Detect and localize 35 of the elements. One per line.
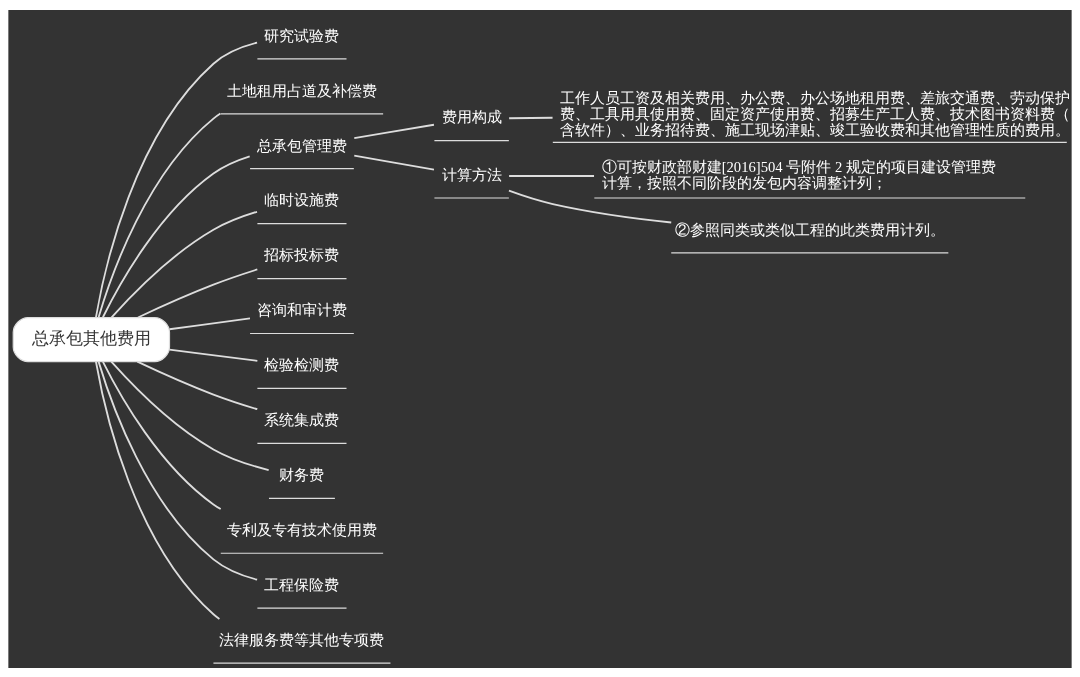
node-text: 咨询和审计费 bbox=[256, 300, 347, 318]
connector bbox=[102, 360, 222, 510]
node-text: 工作人员工资及相关费用、办公费、办公场地租用费、差旅交通费、劳动保护费、工具用具使用费、固定资产使用费、招募生产工人费、技术图书资料费（含软件）、业务招待费、施工现场津贴、竣工验收费和其他管理性质的费用。 bbox=[560, 88, 1071, 138]
connector bbox=[168, 348, 259, 362]
node-text: 财务费 bbox=[279, 465, 325, 483]
connector bbox=[508, 189, 673, 223]
connector bbox=[110, 360, 270, 471]
node-text: 土地租用占道及补偿费 bbox=[226, 81, 377, 99]
connector bbox=[137, 268, 259, 318]
connector bbox=[508, 116, 554, 119]
connector bbox=[168, 316, 251, 330]
node-text: 法律服务费等其他专项费 bbox=[219, 630, 385, 648]
node-text: 计算方法 bbox=[441, 166, 502, 183]
connector bbox=[110, 210, 258, 318]
connector bbox=[353, 154, 435, 171]
node-text: 检验检测费 bbox=[264, 355, 340, 373]
connector bbox=[508, 174, 595, 177]
node-text: 总承包管理费 bbox=[256, 137, 347, 154]
node-text: ①可按财政部财建[2016]504 号附件 2 规定的项目建设管理费计算，按照不同阶段的发包内容调整计列； bbox=[601, 158, 996, 191]
connector bbox=[97, 360, 259, 581]
connector bbox=[95, 360, 221, 620]
node-text: 临时设施费 bbox=[264, 190, 340, 208]
node-text: 工程保险费 bbox=[264, 575, 340, 593]
node-text: 系统集成费 bbox=[264, 410, 340, 428]
node-box: 总承包其他费用 bbox=[12, 316, 171, 362]
connector bbox=[97, 112, 222, 318]
node-text: 招标投标费 bbox=[264, 245, 340, 263]
connector bbox=[353, 123, 435, 139]
node-text: 研究试验费 bbox=[264, 26, 340, 44]
connector bbox=[102, 155, 251, 318]
connector bbox=[95, 41, 258, 318]
node-text: 费用构成 bbox=[441, 107, 502, 125]
node-text: ②参照同类或类似工程的此类费用计列。 bbox=[674, 221, 945, 238]
connector bbox=[136, 360, 259, 410]
node-text: 专利及专有技术使用费 bbox=[226, 520, 377, 538]
